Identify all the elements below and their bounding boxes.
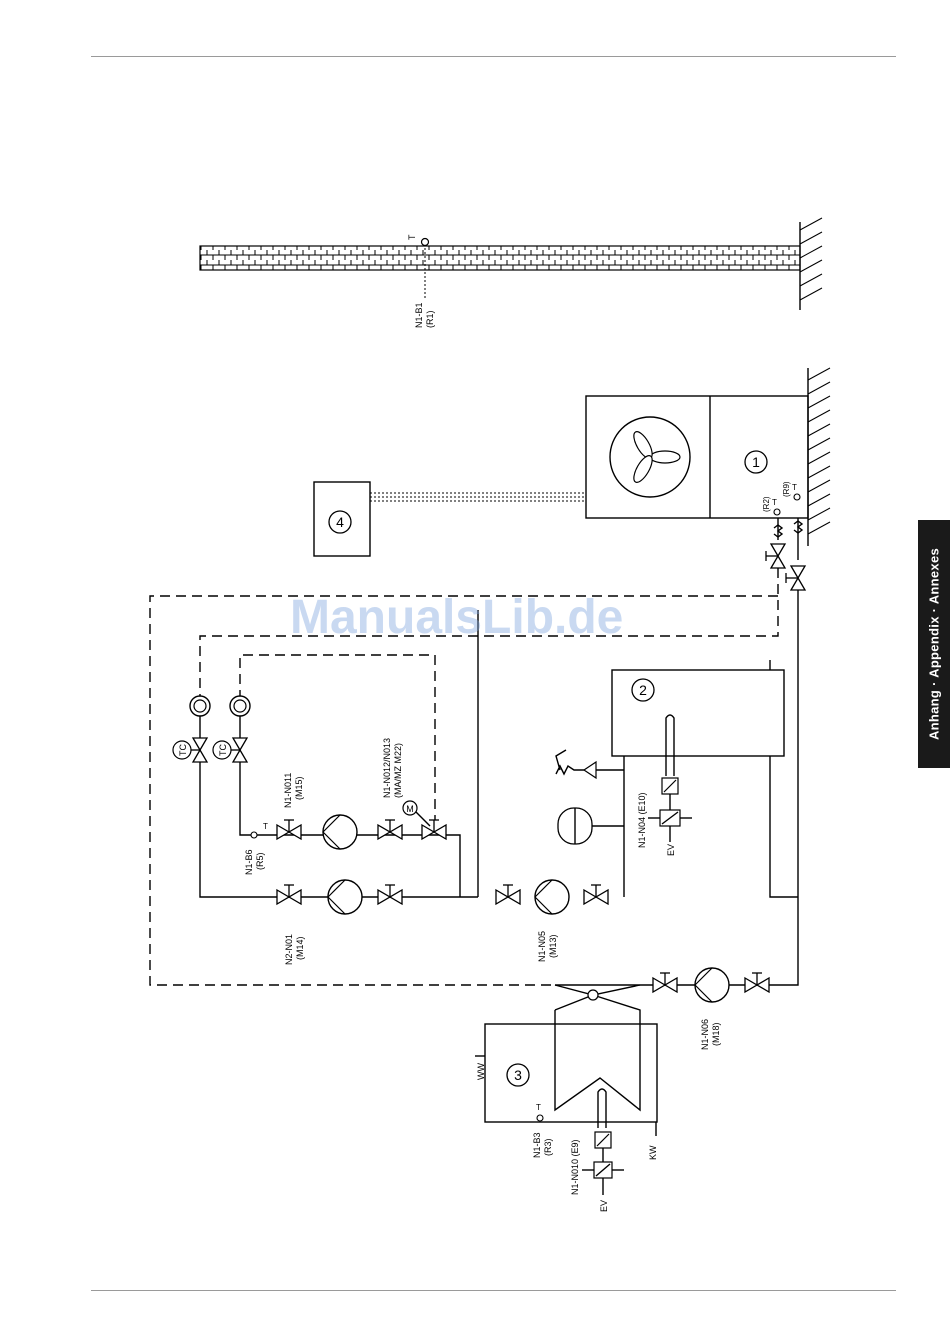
b6-sensor-t: T <box>263 822 268 831</box>
pump-m13-ref: (M13) <box>548 934 558 958</box>
dhw-sensor-t: T <box>536 1103 541 1112</box>
flow-sensor-t: T <box>792 483 797 492</box>
outdoor-sensor-ref: (R1) <box>425 310 435 328</box>
b6-sensor-ref: (R5) <box>255 852 265 870</box>
tc-top-label: TC <box>178 744 188 756</box>
unit-3-number: 3 <box>514 1067 522 1083</box>
dhw-sensor-label: N1-B3 <box>532 1132 542 1158</box>
dhw-heater-label: N1-N010 (E9) <box>570 1139 580 1195</box>
pump-m15-label: N1-N011 <box>283 773 293 808</box>
mixer-motor-m: M <box>406 804 414 814</box>
outdoor-sensor-t: T <box>407 234 417 240</box>
pump-m18-label: N1-N06 <box>700 1019 710 1050</box>
return-sensor-t: T <box>772 498 777 507</box>
tc-bottom-label: TC <box>218 744 228 756</box>
return-sensor-ref: (R2) <box>762 496 771 512</box>
mixer-ref: (MA/MZ M22) <box>393 743 403 798</box>
pump-m14-label: N2-N01 <box>284 934 294 965</box>
b6-sensor-label: N1-B6 <box>244 849 254 875</box>
watermark: ManualsLib.de <box>290 590 623 645</box>
outdoor-sensor-label: N1-B1 <box>414 302 424 328</box>
pump-m18-ref: (M18) <box>711 1022 721 1046</box>
kw-label: KW <box>648 1145 658 1160</box>
pump-m15-ref: (M15) <box>294 776 304 800</box>
buffer-ev-label: EV <box>666 844 676 856</box>
dhw-ev-label: EV <box>599 1200 609 1212</box>
ww-label: WW <box>476 1063 486 1080</box>
pump-m14-ref: (M14) <box>295 936 305 960</box>
outdoor-sensor-icon <box>422 239 429 246</box>
flow-sensor-ref: (R9) <box>782 481 791 497</box>
unit-4-number: 4 <box>336 514 344 530</box>
mixer-label: N1-N012/N013 <box>382 738 392 798</box>
unit-2-number: 2 <box>639 682 647 698</box>
unit-1-number: 1 <box>752 454 760 470</box>
ground-hatch-bottom <box>808 368 830 534</box>
pump-m13-label: N1-N05 <box>537 931 547 962</box>
buffer-heater-label: N1-N04 (E10) <box>637 792 647 848</box>
dhw-sensor-ref: (R3) <box>543 1138 553 1156</box>
ground-hatch-top <box>800 218 822 300</box>
outdoor-wall <box>200 246 800 270</box>
